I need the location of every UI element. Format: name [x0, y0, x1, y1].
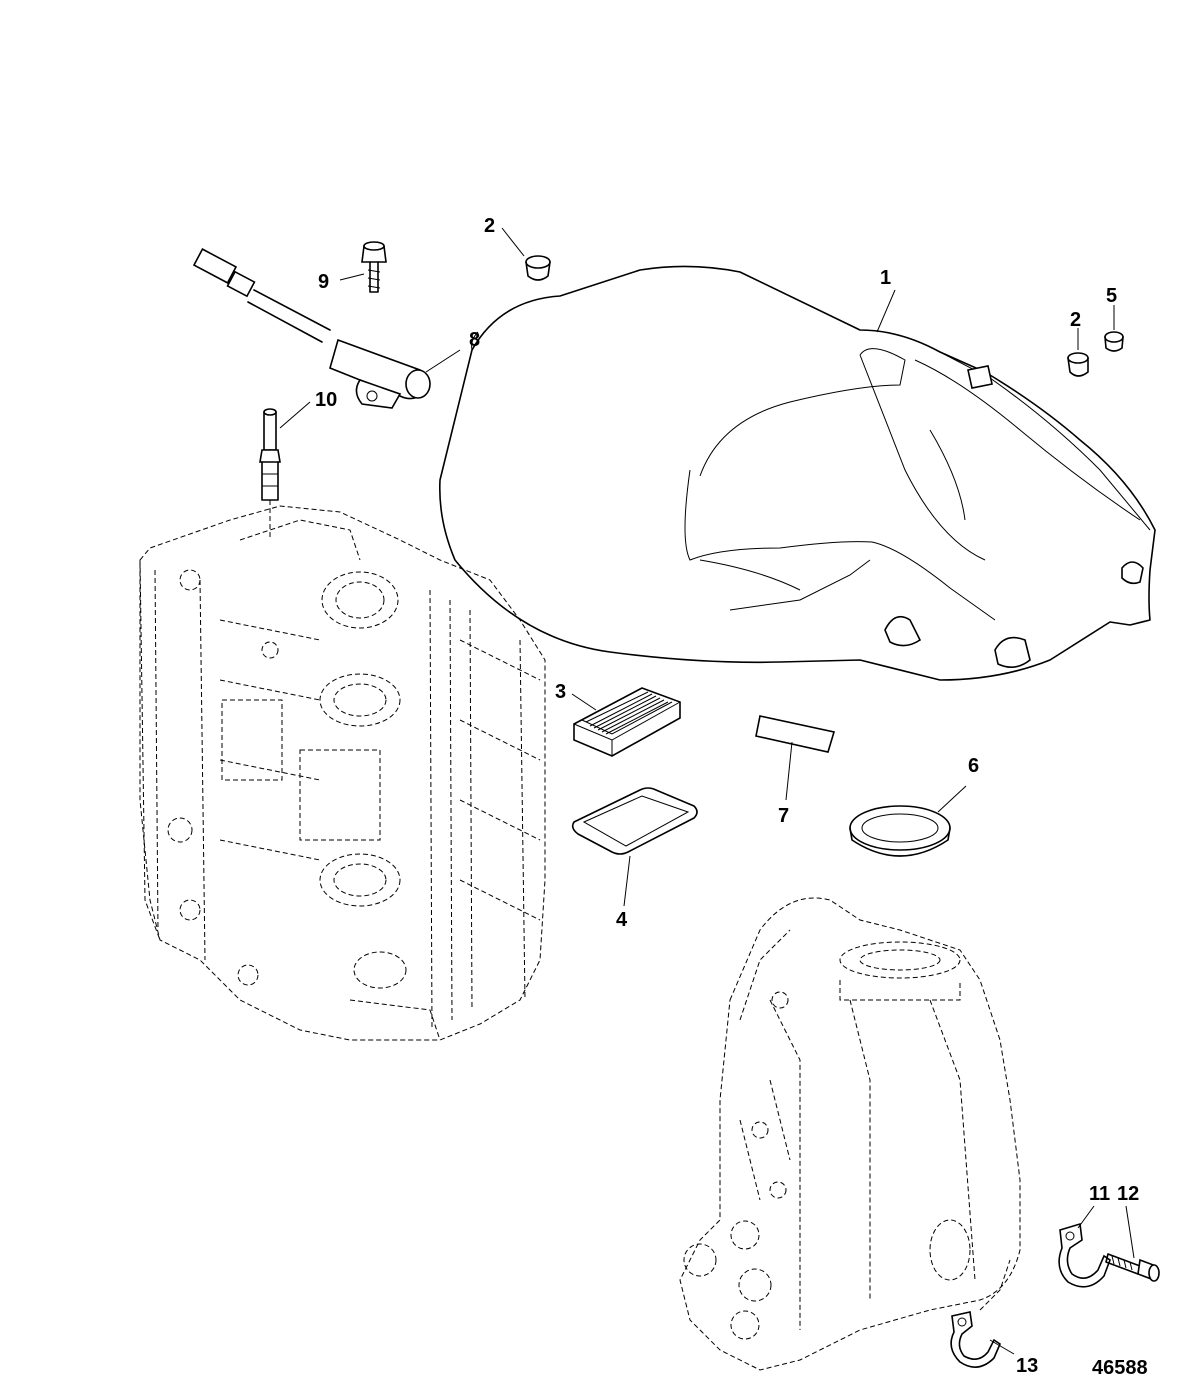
callout-12: 12 — [1117, 1183, 1139, 1205]
leader-line-6 — [937, 785, 967, 813]
leader-line-1 — [876, 289, 896, 333]
air-silencer-cover — [438, 265, 1156, 681]
callout-9: 9 — [318, 271, 329, 293]
leader-line-2a — [501, 227, 525, 257]
screw-9 — [361, 241, 387, 293]
seal-ring-6 — [849, 805, 951, 857]
sensor-harness-8 — [192, 248, 431, 409]
grommet-2a — [525, 255, 551, 281]
callout-6: 6 — [968, 755, 979, 777]
callout-5: 5 — [1106, 285, 1117, 307]
leader-line-8 — [425, 349, 461, 373]
gasket-4 — [571, 787, 698, 855]
clamp-13 — [950, 1311, 1001, 1368]
fitting-10 — [259, 408, 281, 501]
callout-7: 7 — [778, 805, 789, 827]
clamp-11 — [1058, 1222, 1111, 1288]
leader-line-13 — [989, 1339, 1015, 1355]
callout-1: 1 — [880, 267, 891, 289]
leader-line-3 — [571, 693, 597, 711]
callout-8: 8 — [469, 329, 480, 351]
leader-line-4 — [623, 855, 631, 907]
leader-line-10 — [279, 401, 311, 429]
figure-number: 46588 — [1092, 1357, 1148, 1378]
callout-2a: 2 — [484, 215, 495, 237]
air-filter-3 — [573, 687, 681, 757]
callout-13: 13 — [1016, 1355, 1038, 1377]
leader-line-9 — [339, 273, 365, 281]
callout-3: 3 — [555, 681, 566, 703]
grommet-5 — [1104, 331, 1124, 352]
grommet-2b — [1067, 352, 1089, 377]
engine-block — [139, 505, 546, 1041]
leader-line-7 — [785, 741, 793, 801]
callout-4: 4 — [616, 909, 628, 931]
callout-11: 11 — [1089, 1183, 1110, 1205]
bolt-12 — [1105, 1253, 1160, 1282]
label-7 — [755, 715, 836, 753]
leader-line-11 — [1077, 1205, 1095, 1229]
intake-manifold — [679, 897, 1021, 1371]
callout-2b: 2 — [1070, 309, 1081, 331]
callout-10: 10 — [315, 389, 337, 411]
leader-line-12 — [1125, 1205, 1135, 1259]
